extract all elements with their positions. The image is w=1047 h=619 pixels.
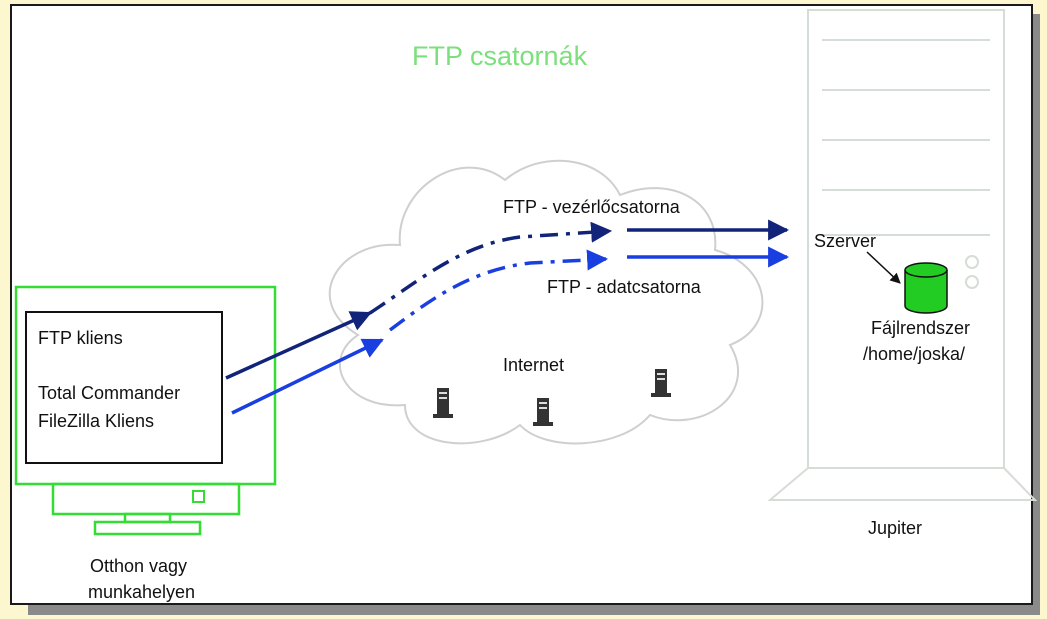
data-channel-arrow	[231, 246, 790, 415]
data-channel-label: FTP - adatcsatorna	[547, 277, 701, 297]
server-label: Szerver	[814, 231, 877, 251]
client-monitor	[14, 285, 277, 536]
frame-shadow-right	[1033, 14, 1040, 615]
network-server-icon	[651, 369, 671, 397]
internet-cloud	[328, 159, 764, 445]
server-tower	[767, 9, 1038, 501]
client-label: FTP kliens	[38, 328, 123, 348]
client-location-label: Otthon vagy	[90, 556, 188, 576]
diagram-frame	[10, 4, 1033, 605]
filesystem-disk-icon	[904, 262, 948, 314]
control-channel-arrow	[225, 219, 790, 380]
frame-shadow-bottom	[28, 605, 1038, 615]
control-channel-label: FTP - vezérlőcsatorna	[503, 197, 680, 217]
server-pointer-arrow	[866, 251, 901, 284]
client-location-label: munkahelyen	[88, 582, 196, 602]
client-app-filezilla: FileZilla Kliens	[38, 411, 155, 431]
filesystem-path: /home/joska/	[863, 344, 966, 364]
network-server-icon	[533, 398, 553, 426]
internet-label: Internet	[503, 355, 565, 375]
diagram-title: FTP csatornák	[412, 41, 588, 71]
server-host-label: Jupiter	[868, 518, 923, 538]
network-server-icon	[433, 388, 453, 418]
client-app-total-commander: Total Commander	[38, 383, 181, 403]
filesystem-label: Fájlrendszer	[871, 318, 971, 338]
